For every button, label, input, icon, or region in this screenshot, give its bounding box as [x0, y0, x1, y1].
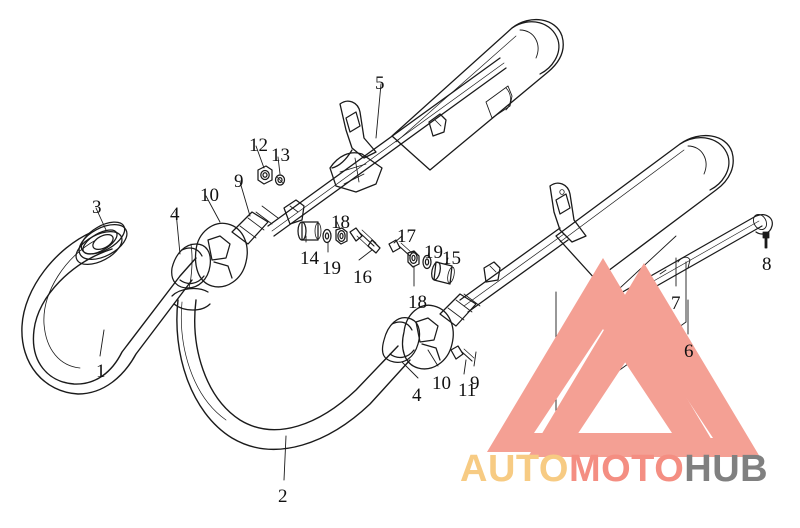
- callout-label-16: 16: [353, 267, 372, 288]
- callout-label-6: 6: [684, 341, 694, 362]
- callout-label-9: 9: [234, 171, 244, 192]
- wordmark-segment-hub: HUB: [684, 448, 769, 490]
- callout-label-10: 10: [200, 185, 219, 206]
- callout-label-19: 19: [322, 258, 341, 279]
- callout-label-7: 7: [671, 293, 681, 314]
- callout-label-17: 17: [397, 226, 416, 247]
- callout-label-4-right: 4: [412, 385, 422, 406]
- callout-label-12: 12: [249, 135, 268, 156]
- callout-label-5: 5: [375, 73, 385, 94]
- callout-label-4: 4: [170, 204, 180, 225]
- callout-label-3: 3: [92, 197, 102, 218]
- callout-label-13: 13: [271, 145, 290, 166]
- callout-label-11: 11: [458, 380, 477, 401]
- callout-label-15: 15: [442, 248, 461, 269]
- wordmark-segment-auto: AUTO: [460, 448, 569, 490]
- callout-label-19-right: 19: [424, 242, 443, 263]
- automotohub-wordmark: AUTOMOTOHUB: [460, 448, 800, 492]
- callout-label-14: 14: [300, 248, 319, 269]
- callout-label-8: 8: [762, 254, 772, 275]
- callout-label-9-right: 9: [470, 373, 480, 394]
- callout-label-18-right: 18: [408, 292, 427, 313]
- callout-label-2: 2: [278, 486, 288, 507]
- callout-label-10-right: 10: [432, 373, 451, 394]
- callout-label-18: 18: [331, 212, 350, 233]
- callout-label-1: 1: [96, 361, 106, 382]
- wordmark-segment-moto: MOTO: [568, 448, 685, 490]
